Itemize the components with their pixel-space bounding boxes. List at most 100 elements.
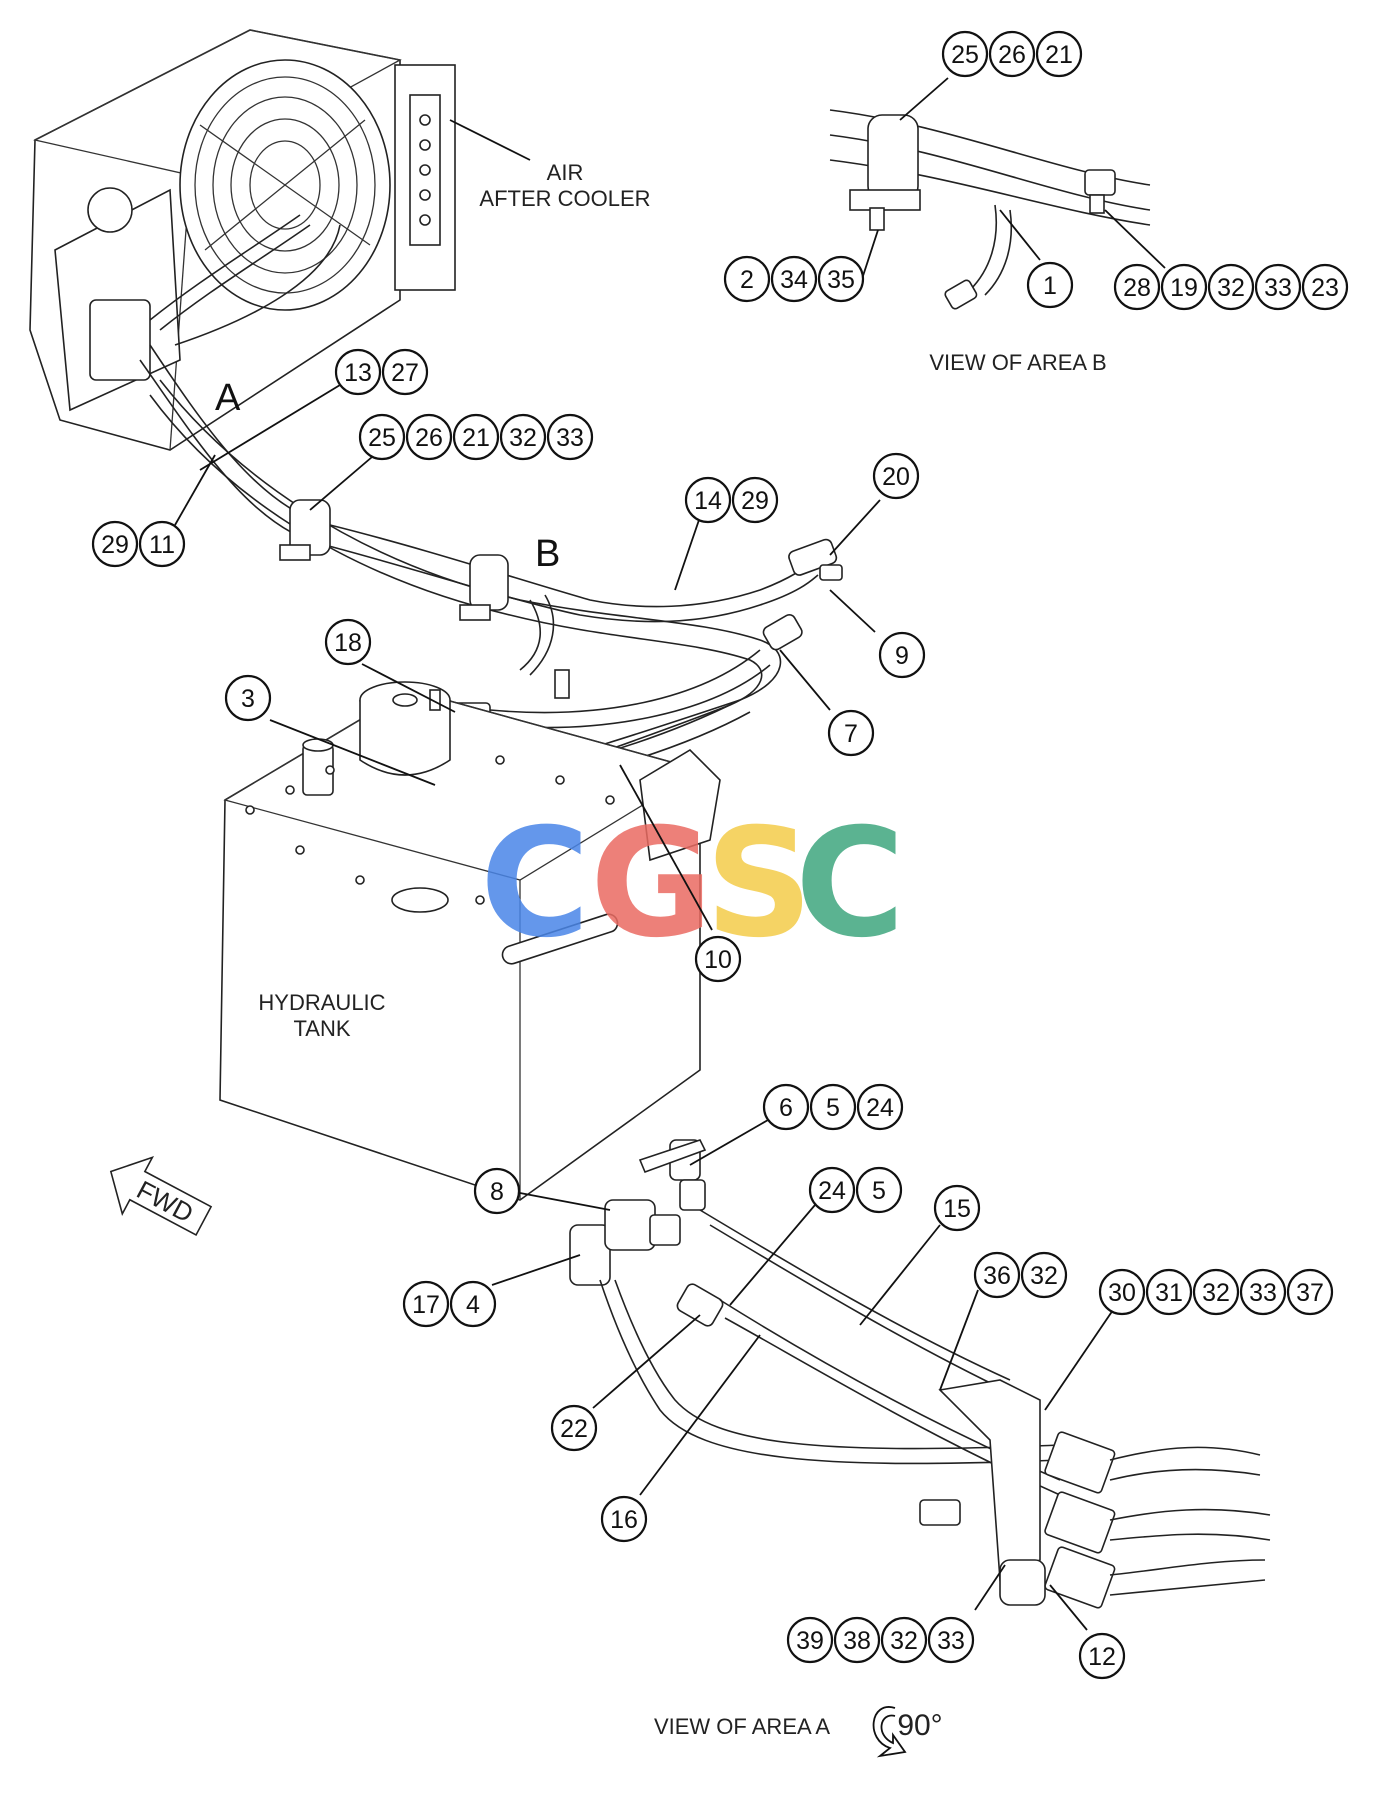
area-b-marker: B (535, 533, 560, 575)
callout-number: 1 (1043, 272, 1057, 300)
callout-31: 31 (1145, 1268, 1193, 1316)
callout-number: 39 (796, 1627, 824, 1655)
callout-8: 8 (473, 1167, 521, 1215)
callout-circle (973, 1251, 1021, 1299)
callout-32: 32 (880, 1616, 928, 1664)
callout-number: 33 (556, 424, 584, 452)
callout-number: 34 (780, 266, 808, 294)
rotation-label: 90° (897, 1709, 942, 1742)
callout-16: 16 (600, 1495, 648, 1543)
callout-number: 11 (149, 531, 175, 559)
callout-34: 34 (770, 255, 818, 303)
callout-circle (817, 255, 865, 303)
cgsc-watermark: C G S C (480, 797, 905, 971)
callout-24: 24 (856, 1083, 904, 1131)
callout-number: 37 (1296, 1279, 1324, 1307)
callout-circle (927, 1616, 975, 1664)
callout-number: 24 (818, 1177, 846, 1205)
callout-circle (855, 1166, 903, 1214)
callout-number: 24 (866, 1094, 894, 1122)
callout-circle (381, 348, 429, 396)
callout-25: 25 (358, 413, 406, 461)
callout-number: 28 (1123, 274, 1151, 302)
callout-circle (786, 1616, 834, 1664)
callout-number: 21 (462, 424, 490, 452)
callout-number: 5 (872, 1177, 886, 1205)
callout-circle (334, 348, 382, 396)
callout-32: 32 (1207, 263, 1255, 311)
callout-number: 18 (334, 629, 362, 657)
air-after-cooler-label-line1: AIR (547, 160, 584, 185)
callout-number: 2 (740, 266, 754, 294)
callout-number: 32 (1030, 1262, 1058, 1290)
callout-number: 12 (1088, 1643, 1116, 1671)
callout-21: 21 (452, 413, 500, 461)
air-after-cooler-drawing (29, 29, 456, 451)
callout-circle (1301, 263, 1349, 311)
air-after-cooler-leader (449, 119, 531, 161)
callout-number: 19 (1170, 274, 1198, 302)
callout-number: 26 (998, 41, 1026, 69)
callout-number: 33 (1249, 1279, 1277, 1307)
watermark-letter-c2: C (795, 797, 905, 971)
callout-number: 32 (509, 424, 537, 452)
callout-circle (1160, 263, 1208, 311)
callout-5: 5 (855, 1166, 903, 1214)
callout-circle (1239, 1268, 1287, 1316)
callout-27: 27 (381, 348, 429, 396)
callout-number: 36 (983, 1262, 1011, 1290)
callout-circle (499, 413, 547, 461)
callout-number: 7 (844, 720, 858, 748)
callout-1: 1 (1026, 261, 1074, 309)
callout-circle (941, 30, 989, 78)
callout-15: 15 (933, 1184, 981, 1232)
callout-number: 25 (368, 424, 396, 452)
callout-number: 8 (490, 1178, 504, 1206)
callout-circle (1026, 261, 1074, 309)
callout-circle (731, 476, 779, 524)
callout-circle (1192, 1268, 1240, 1316)
callout-circle (473, 1167, 521, 1215)
callout-30: 30 (1098, 1268, 1146, 1316)
callout-number: 3 (241, 685, 255, 713)
callout-number: 4 (466, 1291, 480, 1319)
callout-number: 13 (344, 359, 372, 387)
callout-circle (1286, 1268, 1334, 1316)
callout-circle (1145, 1268, 1193, 1316)
callout-circle (880, 1616, 928, 1664)
callout-number: 31 (1155, 1279, 1183, 1307)
hydraulic-tank-label-line1: HYDRAULIC (258, 990, 385, 1015)
callout-20: 20 (872, 452, 920, 500)
callout-circle (1098, 1268, 1146, 1316)
callout-36: 36 (973, 1251, 1021, 1299)
callout-circle (770, 255, 818, 303)
callout-32: 32 (1020, 1251, 1068, 1299)
watermark-letter-g: G (590, 797, 713, 971)
callout-21: 21 (1035, 30, 1083, 78)
callout-13: 13 (334, 348, 382, 396)
fwd-arrow: FWD (109, 1155, 213, 1237)
callout-26: 26 (988, 30, 1036, 78)
callout-circle (1020, 1251, 1068, 1299)
callout-number: 32 (1217, 274, 1245, 302)
callout-circle (405, 413, 453, 461)
callout-circle (358, 413, 406, 461)
callout-number: 33 (1264, 274, 1292, 302)
callout-number: 23 (1311, 274, 1339, 302)
callout-37: 37 (1286, 1268, 1334, 1316)
callout-33: 33 (1254, 263, 1302, 311)
callout-33: 33 (927, 1616, 975, 1664)
callout-12: 12 (1078, 1632, 1126, 1680)
callout-circle (1078, 1632, 1126, 1680)
callout-number: 17 (412, 1291, 440, 1319)
view-of-area-b-label: VIEW OF AREA B (929, 350, 1106, 375)
callout-33: 33 (1239, 1268, 1287, 1316)
callout-number: 32 (890, 1627, 918, 1655)
callout-22: 22 (550, 1404, 598, 1452)
callout-number: 26 (415, 424, 443, 452)
callout-circle (546, 413, 594, 461)
callout-number: 20 (882, 463, 910, 491)
callout-number: 33 (937, 1627, 965, 1655)
callout-number: 29 (101, 531, 129, 559)
